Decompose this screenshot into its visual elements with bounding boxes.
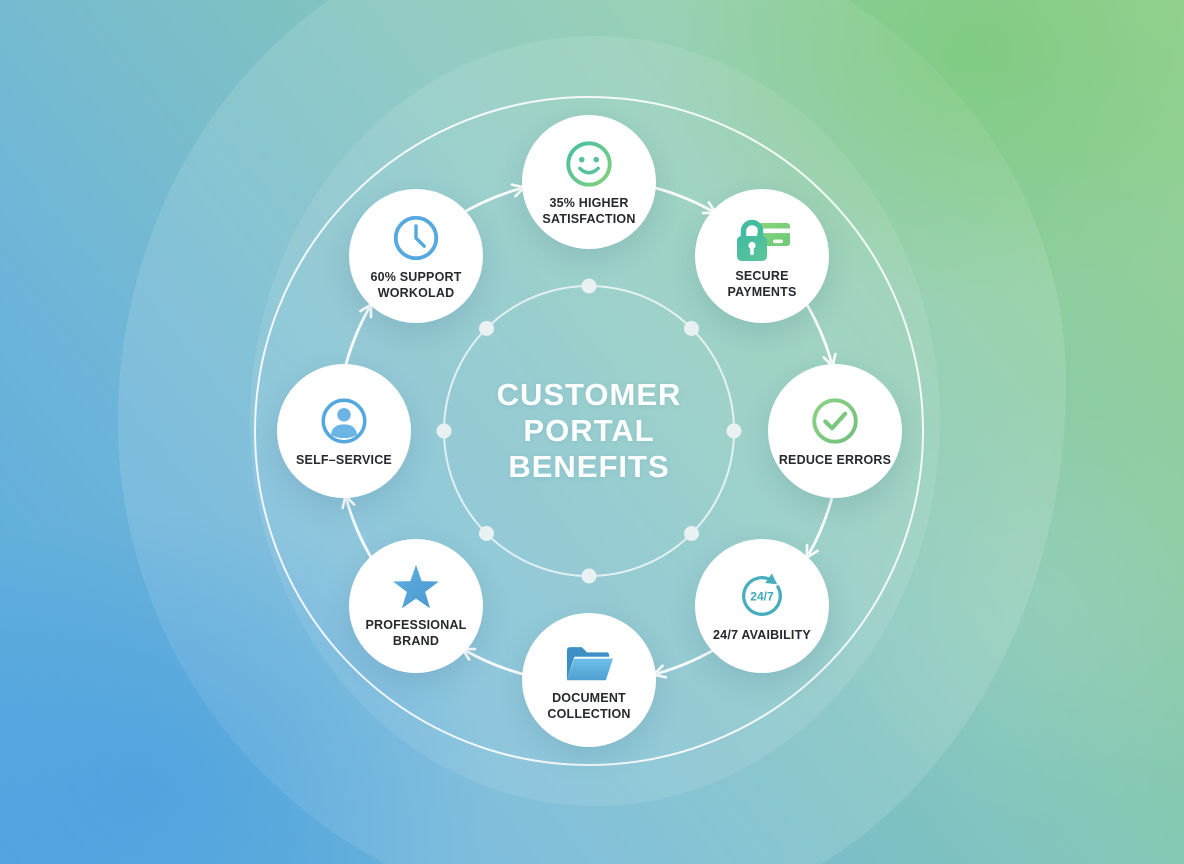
node-label: 35% HIGHER SATISFACTION <box>542 195 636 226</box>
node-availability: 24/7 24/7 AVAIBILITY <box>695 539 829 673</box>
node-reduce-errors: REDUCE ERRORS <box>768 364 902 498</box>
node-label: 24/7 AVAIBILITY <box>713 627 811 642</box>
arrow-ne-to-e <box>801 296 837 368</box>
ring-dot-sw <box>479 526 494 541</box>
node-label: SECURE PAYMENTS <box>727 268 797 299</box>
node-label: SELF–SERVICE <box>296 452 392 467</box>
node-label: 60% SUPPORT WORKOLAD <box>370 269 462 300</box>
node-document-collection: DOCUMENT COLLECTION <box>522 613 656 747</box>
node-professional-brand: PROFESSIONAL BRAND <box>349 539 483 673</box>
ring-dot-n <box>581 278 597 294</box>
ring-dot-w <box>436 423 452 439</box>
ring-dot-e <box>726 423 742 439</box>
node-label: DOCUMENT COLLECTION <box>547 690 631 721</box>
diagram-title: CUSTOMER PORTAL BENEFITS <box>496 377 682 484</box>
person-icon <box>321 398 367 444</box>
open-folder-icon <box>566 646 613 680</box>
ring-dot-nw <box>479 321 494 336</box>
node-label: PROFESSIONAL BRAND <box>365 617 467 648</box>
ring-dot-se <box>684 526 699 541</box>
24-7-icon-text: 24/7 <box>750 589 774 603</box>
lock-card-icon <box>737 219 790 261</box>
check-circle-icon <box>812 398 858 444</box>
smiley-icon <box>566 141 612 187</box>
24-7-cycle-icon: 24/7 <box>742 573 782 616</box>
node-self-service: SELF–SERVICE <box>277 364 411 498</box>
node-label: REDUCE ERRORS <box>778 452 892 467</box>
star-icon <box>393 564 439 609</box>
node-support-workload: 60% SUPPORT WORKOLAD <box>349 189 483 323</box>
node-secure-payments: SECURE PAYMENTS <box>695 189 829 323</box>
ring-dot-s <box>581 568 597 584</box>
ring-dot-ne <box>684 321 699 336</box>
clock-icon <box>393 215 439 260</box>
node-higher-satisfaction: 35% HIGHER SATISFACTION <box>522 115 656 249</box>
